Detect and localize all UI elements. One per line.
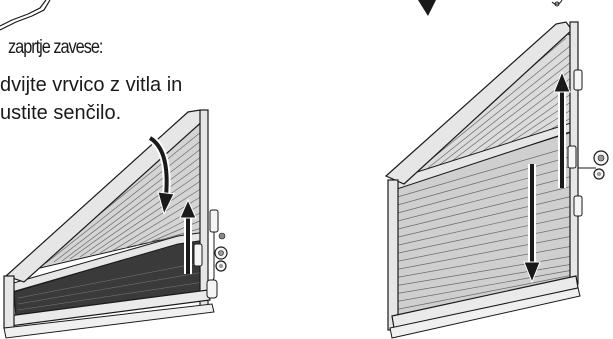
instruction-line-1: dvijte vrvico z vitla in — [0, 71, 182, 99]
top-right-hook-fragment — [552, 0, 562, 6]
left-cord — [212, 232, 214, 282]
section-heading: zaprtje zavese: — [8, 37, 102, 59]
cord-winder-icon — [594, 151, 608, 179]
top-left-frame-fragment — [0, 0, 50, 30]
right-cord-guide-mid — [568, 146, 576, 168]
instruction-text: dvijte vrvico z vitla in ustite senčilo. — [0, 71, 182, 127]
right-blind — [386, 22, 608, 338]
left-blind-side-rail — [200, 110, 208, 310]
left-blind — [4, 110, 227, 338]
cord-winder-icon — [215, 247, 227, 271]
right-cord-guide-low — [574, 196, 582, 216]
left-cord-tassel — [207, 280, 217, 298]
right-cord-guide-top — [574, 70, 582, 90]
left-cord-guide-lower — [194, 244, 202, 266]
instruction-line-2: ustite senčilo. — [0, 99, 182, 127]
left-cord-guide-upper — [210, 210, 218, 232]
pointer-arrow-top — [418, 0, 436, 16]
